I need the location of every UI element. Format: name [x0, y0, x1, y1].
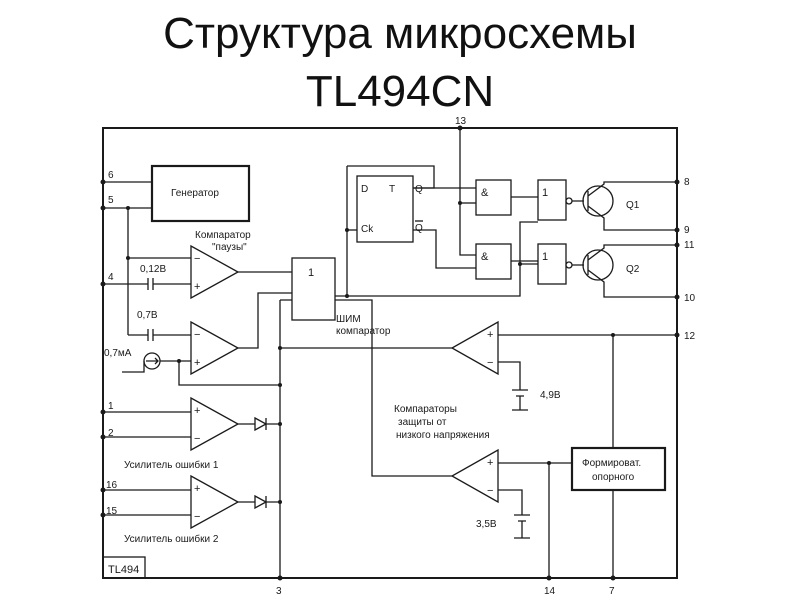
transistor-q2-label: Q2 — [626, 264, 640, 275]
ref-voltage-35v: 3,5В — [476, 519, 497, 530]
pwm-comp-minus: − — [194, 329, 200, 341]
pin-9-label: 9 — [684, 225, 690, 236]
chip-label: TL494 — [108, 564, 139, 576]
pin-1-label: 1 — [108, 401, 114, 412]
err-amp-2-minus: − — [194, 511, 200, 523]
pause-comp-plus: + — [194, 281, 200, 293]
or-gate — [291, 257, 336, 321]
generator-label: Генератор — [171, 188, 219, 199]
pin-11-label: 11 — [684, 240, 695, 251]
pin-14-label: 14 — [544, 586, 556, 597]
pwm-comparator-label-1: ШИМ — [336, 314, 361, 325]
reference-former-label-1: Формироват. — [582, 458, 641, 469]
pin-8-label: 8 — [684, 177, 690, 188]
pin-terminals — [100, 125, 680, 581]
transistor-q1 — [582, 185, 614, 217]
flip-flop-t: T — [389, 184, 395, 195]
uvlo-label-3: низкого напряжения — [396, 430, 490, 441]
page-title-line-1: Структура микросхемы — [163, 9, 637, 58]
transistor-q1-label: Q1 — [626, 200, 640, 211]
flip-flop-q: Q — [415, 184, 423, 195]
uvlo-1-minus: − — [487, 357, 493, 369]
chip-outline — [102, 127, 678, 579]
pin-6-label: 6 — [108, 170, 114, 181]
pin-12-label: 12 — [684, 331, 696, 342]
error-amplifier-2-label: Усилитель ошибки 2 — [124, 533, 219, 545]
and-gate-2 — [475, 243, 512, 280]
uvlo-1-plus: + — [487, 329, 493, 341]
pin-4-label: 4 — [108, 272, 114, 283]
pwm-comp-plus: + — [194, 357, 200, 369]
uvlo-comparator-1 — [450, 320, 499, 376]
flip-flop — [356, 175, 414, 243]
flip-flop-ck: Ck — [361, 224, 374, 235]
generator-block — [150, 164, 251, 223]
pin-13-label: 13 — [455, 116, 467, 127]
uvlo-2-plus: + — [487, 457, 493, 469]
err-amp-2-plus: + — [194, 483, 200, 495]
pin-5-label: 5 — [108, 195, 114, 206]
error-amplifier-1-label: Усилитель ошибки 1 — [124, 459, 219, 471]
pause-comparator-label-2: "паузы" — [212, 242, 247, 253]
nor-gate-1 — [537, 179, 567, 221]
pin-15-label: 15 — [106, 506, 118, 517]
pause-comp-minus: − — [194, 253, 200, 265]
uvlo-label-1: Компараторы — [394, 404, 457, 415]
uvlo-comparator-2 — [450, 448, 499, 504]
error-amplifier-1 — [190, 396, 240, 452]
and-gate-2-label: & — [481, 251, 489, 263]
reference-former-label-2: опорного — [592, 472, 635, 483]
offset-07v: 0,7В — [137, 310, 158, 321]
and-gate-1 — [475, 179, 512, 216]
nor-gate-2-label: 1 — [542, 251, 548, 263]
pause-comparator — [190, 244, 240, 300]
pwm-comparator — [190, 320, 240, 376]
or-gate-label: 1 — [308, 267, 314, 279]
ref-voltage-49v: 4,9В — [540, 390, 561, 401]
pin-2-label: 2 — [108, 428, 114, 439]
uvlo-2-minus: − — [487, 485, 493, 497]
nor-gate-2 — [537, 243, 567, 285]
reference-former-block — [570, 446, 667, 492]
err-amp-1-minus: − — [194, 433, 200, 445]
chip-label-box — [102, 556, 146, 579]
nor-gate-1-label: 1 — [542, 187, 548, 199]
offset-012v: 0,12В — [140, 264, 166, 275]
pause-comparator-label-1: Компаратор — [195, 230, 251, 241]
pin-16-label: 16 — [106, 480, 118, 491]
err-amp-1-plus: + — [194, 405, 200, 417]
page-title-line-2: TL494CN — [305, 67, 495, 116]
transistor-q2 — [582, 249, 614, 281]
error-amplifier-2 — [190, 474, 240, 530]
pin-7-label: 7 — [609, 586, 615, 597]
flip-flop-qbar: Q — [415, 223, 423, 234]
uvlo-label-2: защиты от — [398, 417, 447, 428]
pin-3-label: 3 — [276, 586, 282, 597]
and-gate-1-label: & — [481, 187, 489, 199]
pwm-comparator-label-2: компаратор — [336, 326, 391, 337]
flip-flop-d: D — [361, 184, 368, 195]
current-source-value: 0,7мА — [104, 348, 132, 359]
pin-10-label: 10 — [684, 293, 696, 304]
